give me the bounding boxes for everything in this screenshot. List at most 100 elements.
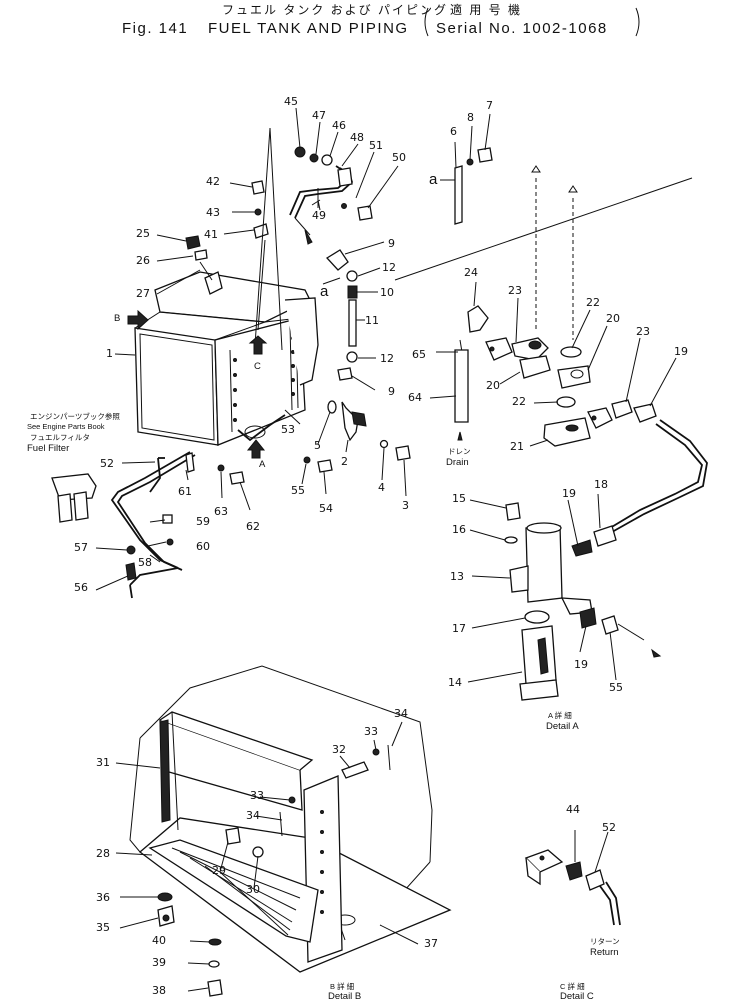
callout-15: 15 — [452, 492, 466, 505]
callout-10: 10 — [380, 286, 394, 299]
detail-c-fitting — [524, 830, 621, 926]
fuel-filter-label-en: Fuel Filter — [27, 443, 70, 454]
serial-japanese: 適 用 号 機 — [450, 3, 523, 17]
callout-22b: 22 — [512, 395, 526, 408]
view-marker-a-top: a — [429, 171, 439, 188]
strap-assembly — [440, 147, 493, 225]
callout-47: 47 — [312, 109, 326, 122]
callout-11: 11 — [365, 314, 379, 327]
bolt-3 — [395, 445, 411, 461]
gasket-5 — [327, 400, 337, 414]
callout-6: 6 — [450, 125, 457, 138]
callout-48: 48 — [350, 131, 364, 144]
bolt-59 — [162, 514, 173, 524]
callout-65: 65 — [412, 348, 426, 361]
callout-29: 29 — [212, 864, 226, 877]
callout-20a: 20 — [606, 312, 620, 325]
filler-cap — [185, 235, 213, 281]
callout-52a: 52 — [100, 457, 114, 470]
callout-32: 32 — [332, 743, 346, 756]
callout-21: 21 — [510, 440, 524, 453]
callout-58: 58 — [138, 556, 152, 569]
callout-43: 43 — [206, 206, 220, 219]
fuel-filter-label-jp: フュエルフィルタ — [30, 433, 90, 442]
strainer-assembly — [485, 337, 591, 447]
callout-59: 59 — [196, 515, 210, 528]
callout-24: 24 — [464, 266, 478, 279]
callout-12b: 12 — [380, 352, 394, 365]
drain-plug — [351, 411, 367, 427]
callout-35: 35 — [96, 921, 110, 934]
title-japanese: フュエル タンク および パイピング — [222, 3, 449, 17]
callout-57: 57 — [74, 541, 88, 554]
detail-b-label: Detail B — [328, 991, 362, 1002]
callout-60: 60 — [196, 540, 210, 553]
callout-27: 27 — [136, 287, 150, 300]
detail-b-right-bolts — [320, 810, 324, 914]
callout-34a: 34 — [394, 707, 408, 720]
callout-64: 64 — [408, 391, 422, 404]
pipe-53 — [237, 414, 286, 442]
tank-side-bolts — [233, 336, 295, 422]
callout-22a: 22 — [586, 296, 600, 309]
detail-c-label: Detail C — [560, 991, 594, 1002]
callout-62: 62 — [246, 520, 260, 533]
callout-40: 40 — [152, 934, 166, 947]
callout-61: 61 — [178, 485, 192, 498]
leader-lines — [95, 107, 677, 992]
bolt-54 — [317, 459, 333, 473]
callout-50: 50 — [392, 151, 406, 164]
washer-60 — [166, 538, 174, 546]
drain-label-jp: ドレン — [448, 447, 471, 456]
fuel-tank — [134, 271, 319, 446]
callout-5: 5 — [314, 439, 321, 452]
bolt-62 — [229, 471, 245, 485]
detail-a-label-jp: A 詳 細 — [548, 711, 572, 720]
drain-label-en: Drain — [446, 457, 469, 468]
callout-30: 30 — [246, 883, 260, 896]
bolt-42 — [251, 180, 265, 195]
callout-39: 39 — [152, 956, 166, 969]
clamp-61 — [185, 452, 195, 473]
washer-63 — [217, 464, 225, 472]
callout-28: 28 — [96, 847, 110, 860]
callout-14: 14 — [448, 676, 462, 689]
callout-37: 37 — [424, 937, 438, 950]
callout-16: 16 — [452, 523, 466, 536]
callout-2: 2 — [341, 455, 348, 468]
arrow-a — [246, 439, 266, 459]
callout-17: 17 — [452, 622, 466, 635]
callout-26: 26 — [136, 254, 150, 267]
return-pipe-assembly — [289, 146, 373, 245]
callout-52b: 52 — [602, 821, 616, 834]
washer-43 — [254, 208, 262, 216]
return-label-en: Return — [590, 947, 619, 958]
arrow-c — [248, 335, 268, 355]
callout-19c: 19 — [574, 658, 588, 671]
callout-55a: 55 — [291, 484, 305, 497]
page-title: FUEL TANK AND PIPING — [208, 20, 409, 37]
callout-3: 3 — [402, 499, 409, 512]
valve-2 — [341, 401, 359, 442]
callout-33a: 33 — [364, 725, 378, 738]
washer-4 — [379, 439, 389, 449]
callout-38: 38 — [152, 984, 166, 997]
engine-parts-note-jp: エンジンパーツブック参照 — [30, 412, 120, 421]
view-marker-c: C — [254, 361, 261, 372]
callout-36: 36 — [96, 891, 110, 904]
return-hose — [571, 399, 708, 557]
water-separator — [504, 502, 593, 701]
callout-31: 31 — [96, 756, 110, 769]
callout-8: 8 — [467, 111, 474, 124]
callout-63: 63 — [214, 505, 228, 518]
callout-55b: 55 — [609, 681, 623, 694]
arrow-b — [127, 309, 149, 331]
callout-1: 1 — [106, 347, 113, 360]
callout-49: 49 — [312, 209, 326, 222]
fuel-pipes — [110, 451, 196, 599]
callout-56: 56 — [74, 581, 88, 594]
fitting-19 — [579, 607, 597, 629]
callout-44: 44 — [566, 803, 580, 816]
